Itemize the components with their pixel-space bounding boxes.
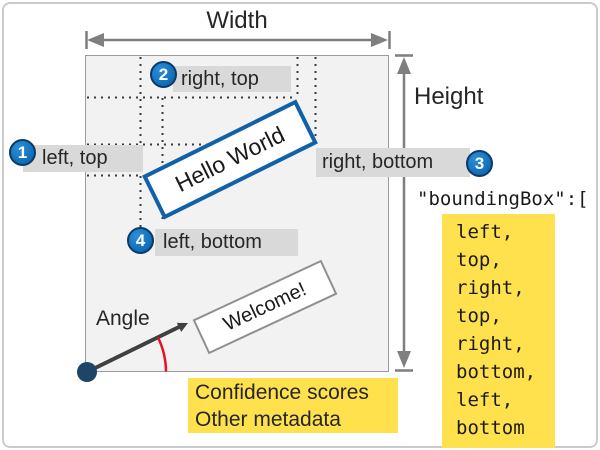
angle-line-icon (85, 322, 188, 374)
width-arrow-icon (85, 31, 391, 49)
point-number: 3 (474, 153, 485, 173)
point-marker-4: 4 (127, 227, 154, 254)
boundingbox-value: right, (456, 333, 525, 355)
point-label-text: right, top (181, 67, 259, 90)
width-label: Width (206, 7, 268, 34)
boundingbox-value: right, (456, 277, 525, 299)
point-number: 2 (158, 64, 169, 84)
boundingbox-value: top, (456, 305, 502, 327)
point-label-text: right, bottom (322, 151, 434, 173)
height-label: Height (414, 83, 484, 110)
boundingbox-value: left, (456, 221, 514, 243)
metadata-note-line: Confidence scores (195, 381, 369, 404)
angle-label: Angle (96, 307, 150, 330)
boundingbox-code-header: "boundingBox":[ (417, 188, 589, 210)
boundingbox-value: bottom (456, 417, 525, 439)
point-marker-3: 3 (466, 150, 493, 177)
point-label-right-bottom: right, bottom (316, 148, 470, 177)
point-number: 1 (17, 142, 28, 162)
point-label-left-bottom: left, bottom (155, 229, 298, 256)
point-marker-1: 1 (9, 139, 36, 166)
boundingbox-value: top, (456, 249, 502, 271)
boundingbox-values-list: left, top, right, top, right, bottom, le… (442, 214, 555, 448)
origin-dot-icon (77, 362, 97, 382)
metadata-note: Confidence scores Other metadata (188, 378, 398, 433)
boundingbox-value: left, (456, 389, 514, 411)
height-arrow-icon (395, 54, 413, 372)
boundingbox-value: bottom, (456, 361, 537, 383)
metadata-note-line: Other metadata (195, 408, 341, 431)
point-label-text: left, bottom (163, 231, 262, 253)
point-number: 4 (135, 230, 146, 250)
point-label-text: left, top (42, 147, 108, 169)
point-label-right-top: right, top (173, 66, 291, 92)
point-marker-2: 2 (150, 61, 177, 88)
dotted-guides (87, 57, 318, 230)
point-label-left-top: left, top (23, 145, 143, 172)
angle-arc-icon (156, 336, 168, 372)
